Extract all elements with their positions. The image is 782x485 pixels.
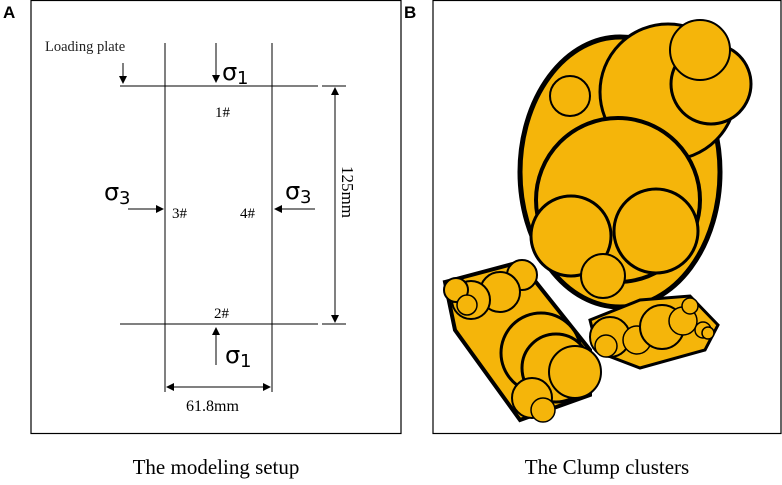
gauge-1-label: 1# [215,105,231,121]
gauge-4-label: 4# [240,206,256,222]
clump-cluster-large [517,19,753,310]
panel-a-frame [30,0,402,435]
panel-a-caption: The modeling setup [132,455,300,479]
width-dim-label: 61.8mm [186,398,239,415]
sigma1-bottom-symbol: σ [225,341,240,369]
sigma1-top-subscript: 1 [237,68,248,89]
sigma3-left-subscript: 3 [119,188,130,209]
sigma3-left-symbol: σ [104,178,119,206]
loading-plate-label: Loading plate [45,39,125,55]
sigma1-bottom-subscript: 1 [240,351,251,372]
sigma1-top-symbol: σ [222,58,237,86]
sigma3-right-subscript: 3 [300,187,311,208]
panel-b-caption: The Clump clusters [524,455,690,479]
gauge-3-label: 3# [172,206,188,222]
clump-cluster-lower-right [588,294,720,370]
clump-cluster-lower-left [442,259,602,423]
panel-a-letter: A [3,3,16,22]
height-dim-label: 125mm [338,166,357,218]
panel-b-frame [432,0,782,435]
panel-b-letter: B [404,3,417,22]
gauge-2-label: 2# [214,306,230,322]
sigma3-right-symbol: σ [285,177,300,205]
